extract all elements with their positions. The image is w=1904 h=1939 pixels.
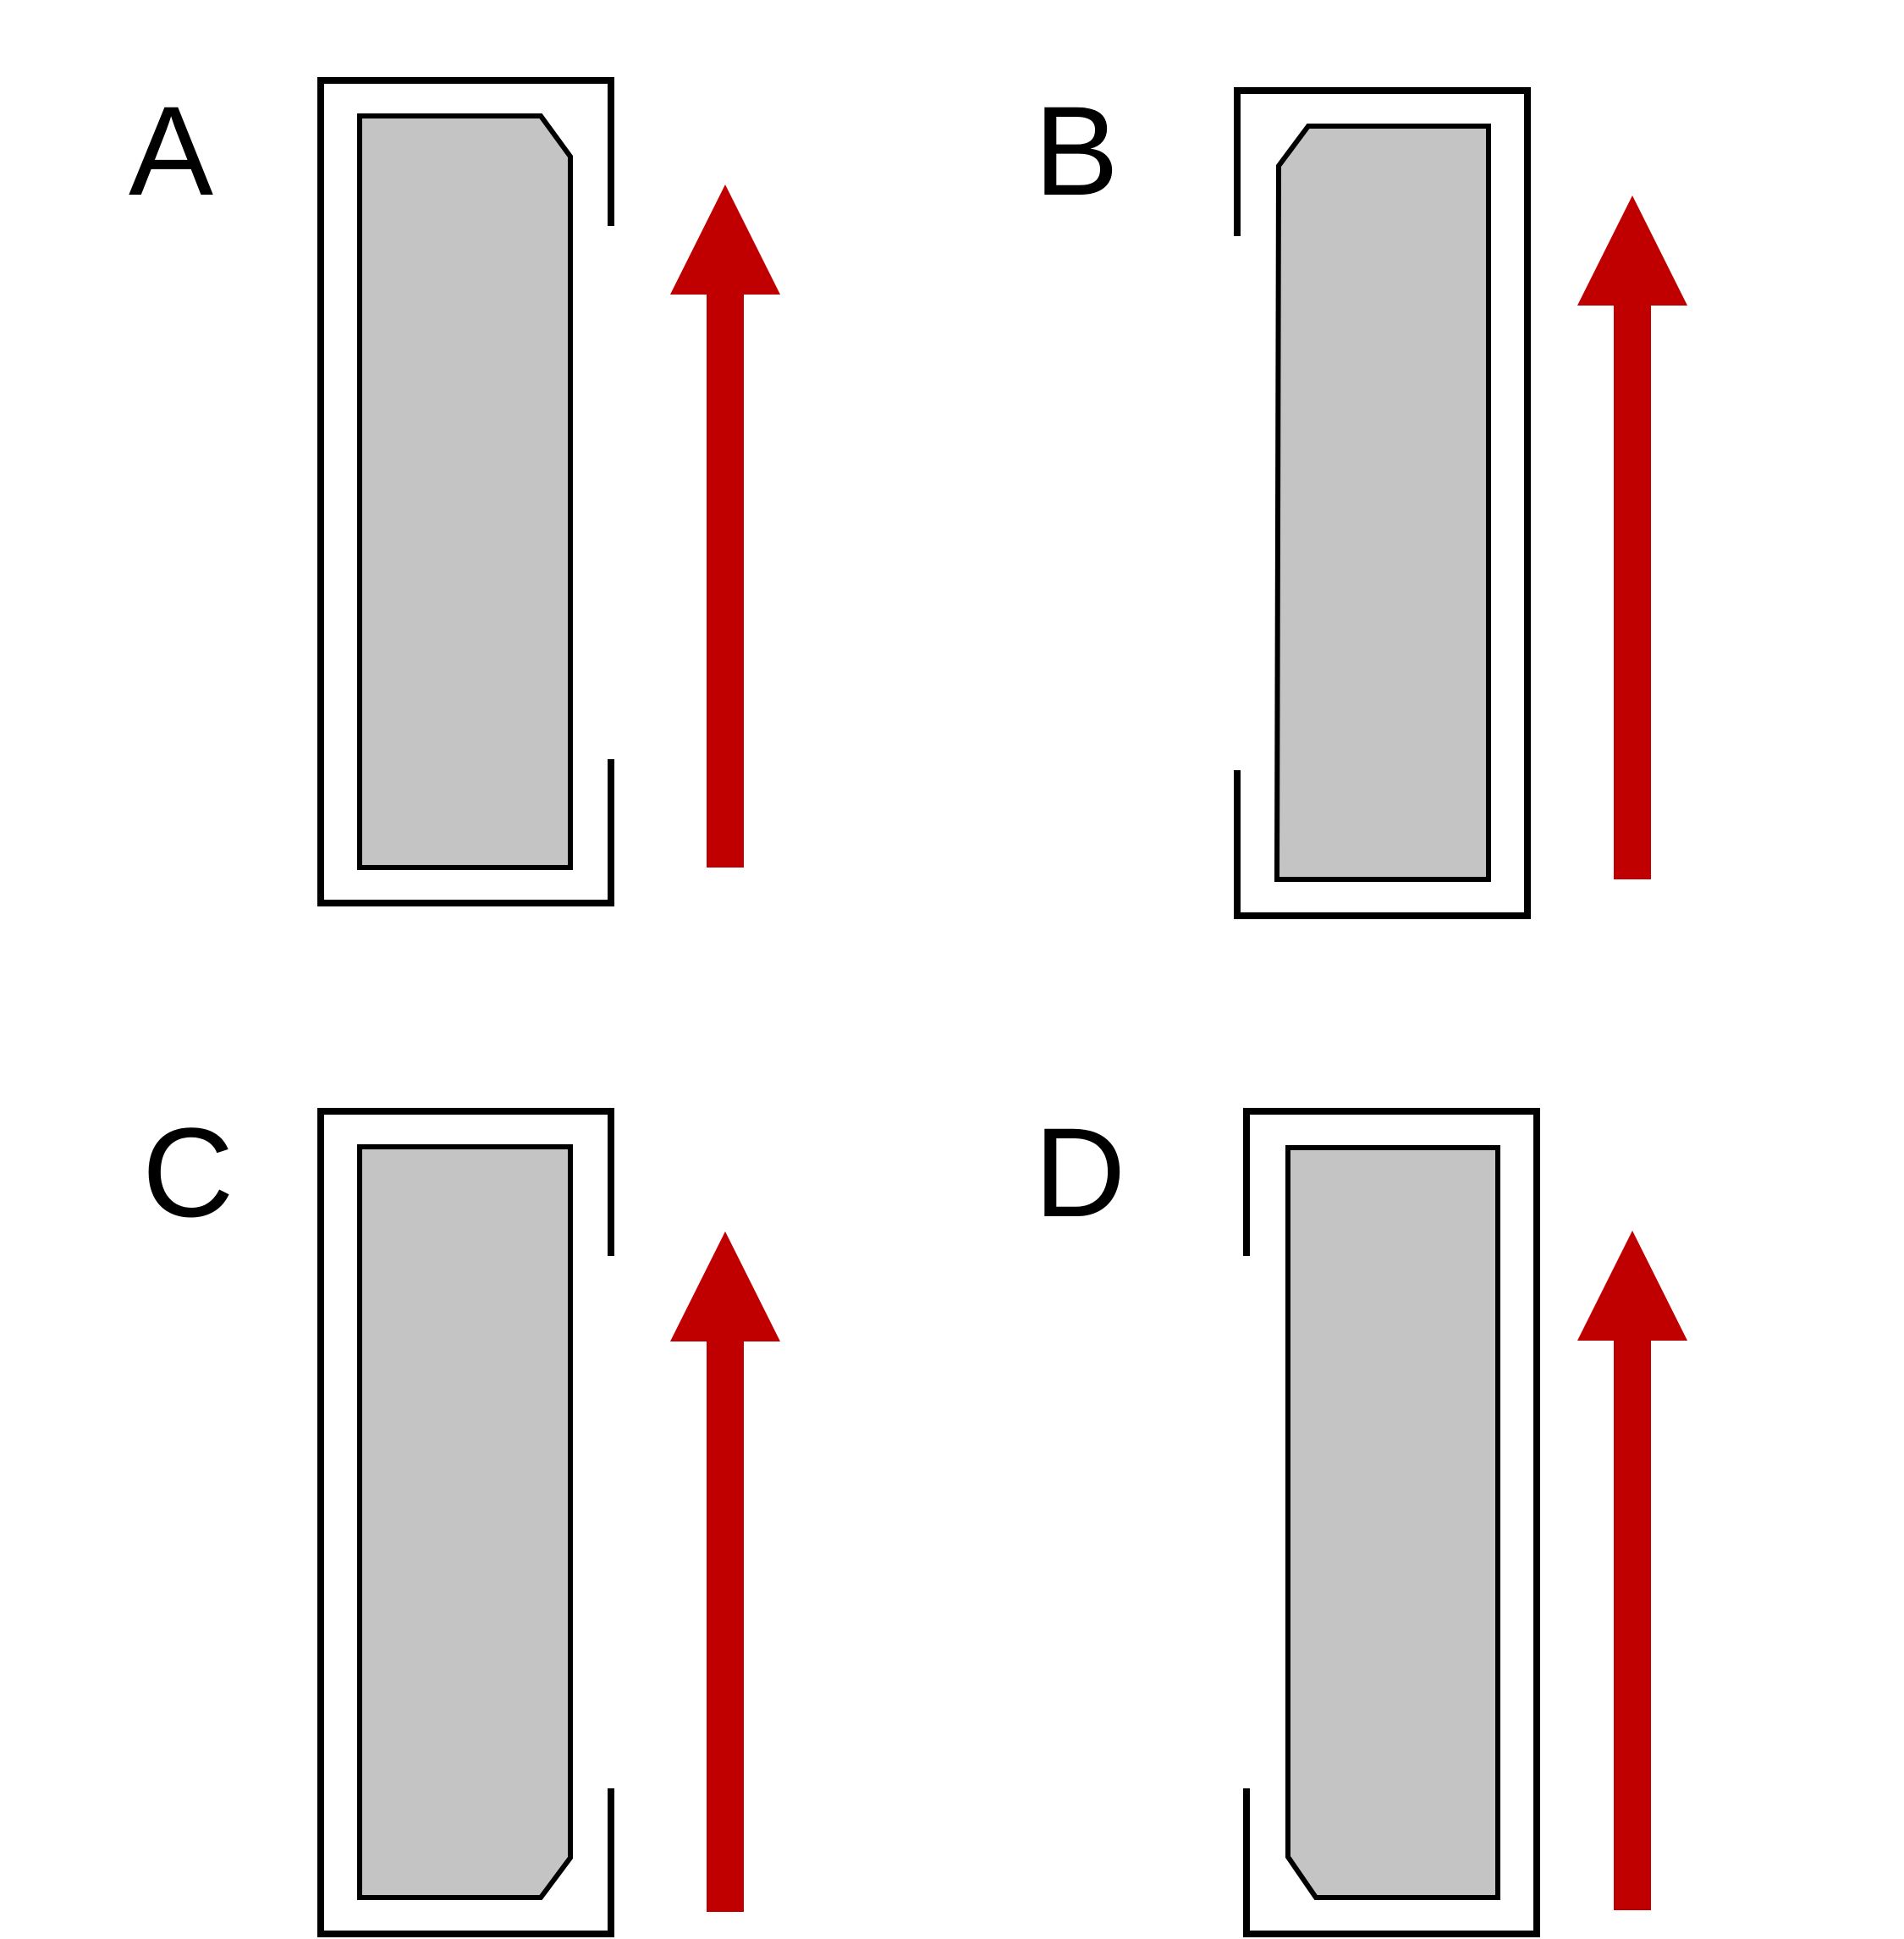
panel-d: D (1034, 1101, 1687, 1937)
panel-label-b: B (1034, 80, 1119, 222)
panel-b: B (1034, 80, 1687, 919)
panel-a: A (129, 77, 780, 906)
bracket-a (317, 77, 614, 906)
direction-arrow-c (670, 1231, 780, 1912)
card-a (357, 113, 573, 870)
panel-label-c: C (142, 1101, 234, 1243)
card-b (1274, 124, 1491, 882)
bracket-c (317, 1108, 614, 1937)
panel-c: C (142, 1101, 780, 1937)
panel-label-a: A (129, 80, 213, 222)
card-c (357, 1144, 573, 1900)
direction-arrow-b (1577, 196, 1687, 879)
bracket-d (1243, 1108, 1540, 1937)
card-d (1285, 1145, 1500, 1900)
direction-arrow-a (670, 185, 780, 868)
panel-label-d: D (1034, 1101, 1125, 1243)
bracket-b (1234, 87, 1531, 919)
direction-arrow-d (1577, 1231, 1687, 1910)
